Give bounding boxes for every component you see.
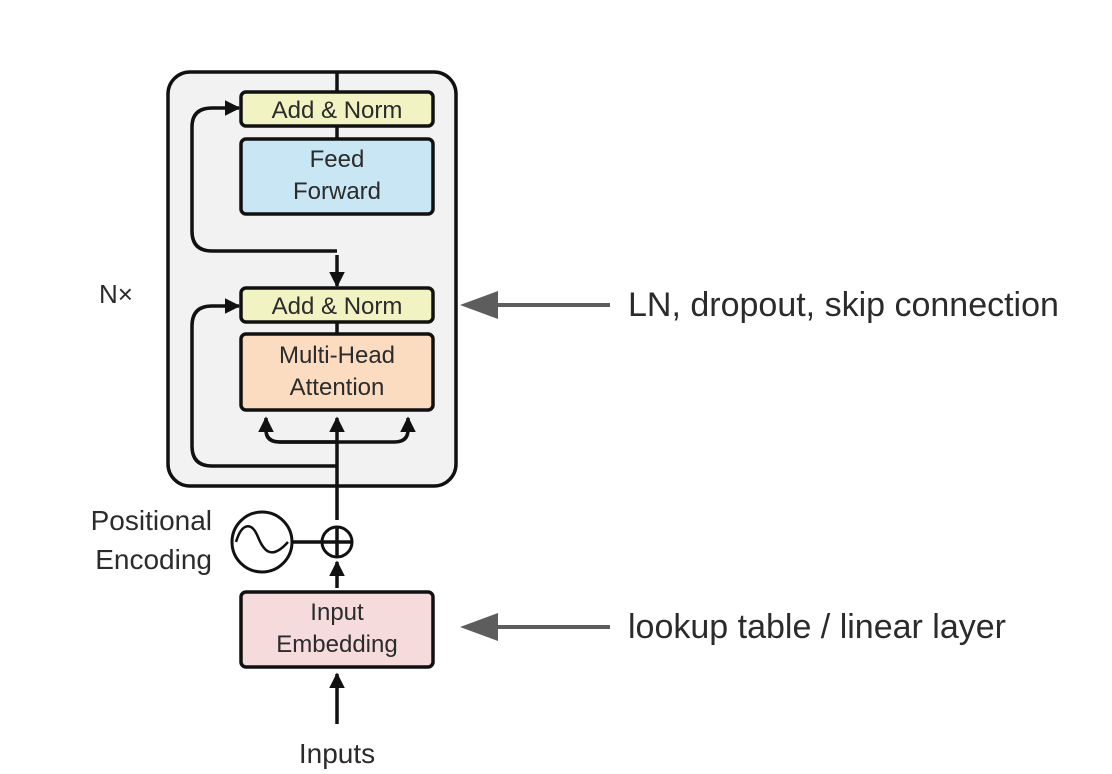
embedding-label-line1: Input (310, 599, 364, 626)
attention-label-line1: Multi-Head (279, 342, 395, 369)
multi-head-attention-box (239, 332, 435, 412)
sine-wave-icon (230, 510, 294, 574)
attention-label-line2: Attention (290, 374, 385, 401)
annotation-embedding: lookup table / linear layer (628, 608, 1006, 646)
encoder-layer-block (166, 70, 458, 488)
add-norm-top-label: Add & Norm (272, 97, 403, 124)
inputs-label: Inputs (299, 738, 375, 769)
input-embedding-box (239, 590, 435, 669)
embedding-label-line2: Embedding (276, 631, 397, 658)
add-norm-top-box (239, 90, 435, 128)
add-norm-bottom-label: Add & Norm (272, 293, 403, 320)
add-norm-bottom-box (239, 286, 435, 324)
feed-forward-label-line2: Forward (293, 178, 381, 205)
repeat-count-label: N× (99, 279, 133, 309)
annotation-add-norm: LN, dropout, skip connection (628, 286, 1059, 324)
feed-forward-label-line1: Feed (310, 146, 365, 173)
feed-forward-box (239, 137, 435, 216)
positional-encoding-label-line2: Encoding (95, 544, 212, 575)
positional-encoding-label-line1: Positional (91, 505, 212, 536)
